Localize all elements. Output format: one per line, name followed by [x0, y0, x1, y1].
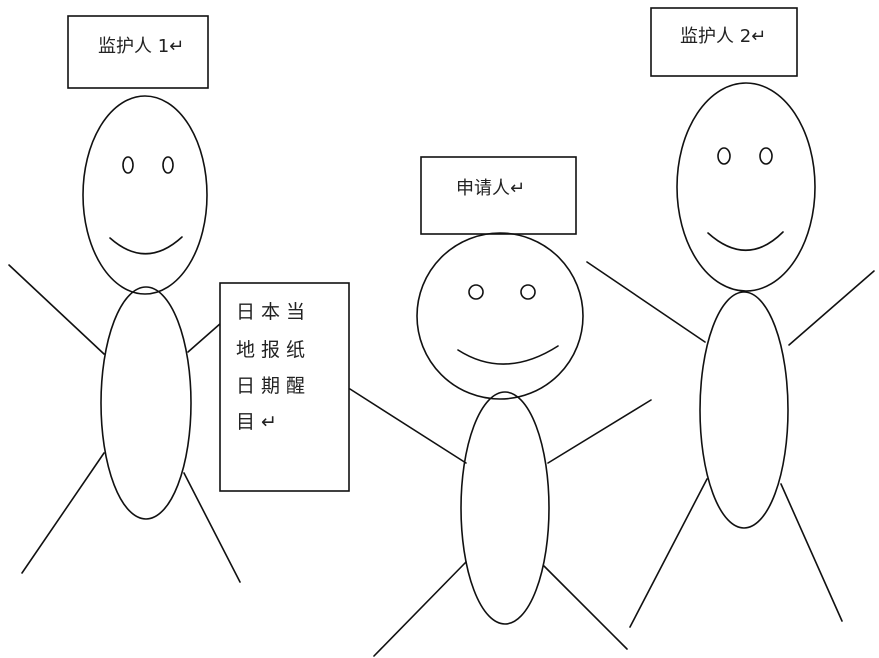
guardian-1-left-eye	[122, 156, 134, 174]
applicant-right-leg	[543, 565, 628, 650]
guardian-2-right-arm	[788, 270, 875, 346]
guardian-1-head	[82, 95, 208, 295]
guardian-2-left-eye	[717, 147, 731, 165]
guardian-2-body	[699, 291, 789, 529]
guardian-1-smile	[109, 236, 183, 255]
guardian-1-left-arm	[8, 264, 105, 355]
note-line-2: 地报纸	[236, 339, 311, 361]
note-line-3: 日期醒	[236, 375, 311, 397]
applicant-left-leg	[373, 561, 467, 657]
applicant-label-box	[420, 156, 577, 235]
applicant-left-eye	[468, 284, 484, 300]
note-line-4: 目↵	[236, 411, 283, 433]
guardian-2-right-leg	[780, 483, 843, 622]
applicant-left-arm	[349, 388, 467, 464]
guardian-2-smile	[707, 231, 784, 252]
applicant-label: 申请人↵	[456, 178, 525, 199]
applicant-smile	[457, 345, 559, 365]
guardian-1-label-box	[67, 15, 209, 89]
guardian-1-body	[100, 286, 192, 520]
guardian-1-right-arm	[187, 322, 222, 353]
guardian-1-right-leg	[183, 472, 241, 583]
newspaper-note: 日本当 地报纸 日期醒 目↵	[219, 282, 350, 492]
applicant-right-arm	[547, 399, 652, 464]
applicant-head	[416, 232, 584, 400]
guardian-2-label-box	[650, 7, 798, 77]
guardian-2-label: 监护人 2↵	[680, 26, 766, 47]
guardian-1-label: 监护人 1↵	[98, 36, 184, 57]
applicant-right-eye	[520, 284, 536, 300]
applicant-figure: 申请人↵	[349, 156, 652, 657]
guardian-2-head	[676, 82, 816, 292]
guardian-1-right-eye	[162, 156, 174, 174]
guardian-1-figure: 监护人 1↵	[8, 15, 241, 583]
newspaper-note-box	[219, 282, 350, 492]
guardian-2-left-leg	[629, 478, 708, 628]
applicant-body	[460, 391, 550, 625]
guardian-2-figure: 监护人 2↵	[586, 7, 875, 628]
note-line-1: 日本当	[236, 301, 311, 323]
guardian-2-right-eye	[759, 147, 773, 165]
guardian-1-left-leg	[21, 452, 105, 574]
guardian-2-left-arm	[586, 261, 706, 343]
